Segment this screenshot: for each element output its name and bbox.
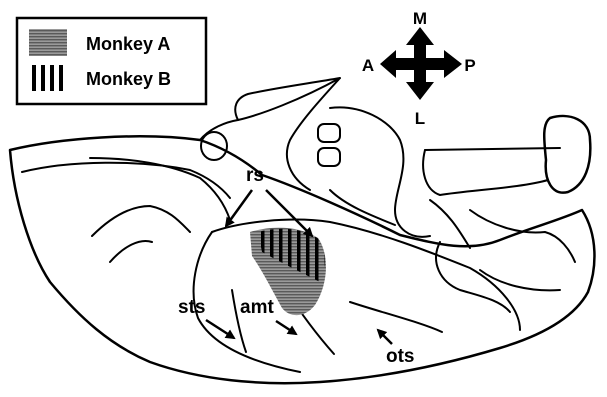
label-sts: sts — [178, 297, 205, 318]
compass-arrows-icon — [380, 27, 462, 100]
compass-label-m: M — [413, 9, 427, 28]
label-ots: ots — [386, 346, 415, 367]
monkey-a-swatch — [29, 29, 67, 56]
arrow-rs-left — [226, 190, 252, 226]
label-amt: amt — [240, 297, 274, 318]
brain-outline — [10, 78, 594, 383]
label-rs: rs — [246, 165, 264, 186]
legend-entry-monkey-a: Monkey A — [29, 29, 170, 56]
legend-label-monkey-b: Monkey B — [86, 69, 171, 89]
legend-entry-monkey-b: Monkey B — [32, 65, 171, 91]
compass-label-l: L — [415, 109, 425, 128]
legend-label-monkey-a: Monkey A — [86, 34, 170, 54]
arrow-ots — [378, 330, 392, 344]
arrow-amt — [276, 321, 296, 334]
compass-label-a: A — [362, 56, 374, 75]
compass-label-p: P — [464, 56, 475, 75]
legend: Monkey A Monkey B — [17, 18, 206, 104]
orientation-compass: M A P L — [362, 9, 476, 128]
